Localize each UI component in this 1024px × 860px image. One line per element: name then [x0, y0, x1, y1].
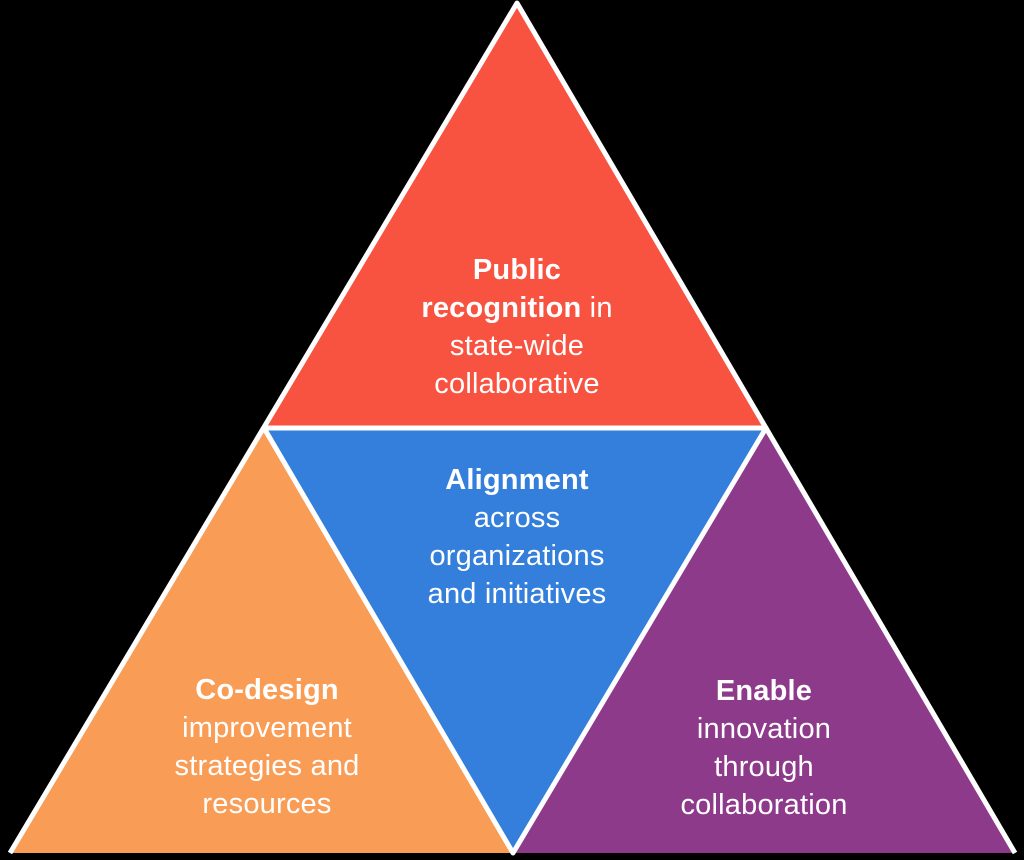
label-line: across [473, 502, 561, 534]
label-line: innovation [696, 713, 832, 745]
label-public-recognition: Public recognition in state-wide collabo… [421, 251, 612, 403]
label-co-design: Co-design improvement strategies and res… [175, 671, 360, 823]
label-enable-innovation: Enable innovation through collaboration [680, 672, 847, 824]
pyramid-outline [7, 0, 1018, 855]
label-alignment: Alignment across organizations and initi… [428, 461, 607, 613]
label-line: collaboration [680, 789, 848, 821]
label-line: through [714, 751, 814, 783]
triangle-left-co-design [10, 428, 513, 853]
triangle-right-enable-innovation [513, 428, 1015, 853]
label-line: improvement [182, 712, 352, 744]
label-line: state-wide [449, 330, 585, 362]
label-line: and initiatives [427, 578, 607, 610]
label-line: resources [202, 788, 332, 820]
label-line: Public [472, 254, 562, 286]
label-line: strategies and [174, 750, 360, 782]
label-line: Enable [715, 675, 813, 707]
label-line: organizations [429, 540, 605, 572]
triangle-center-alignment [261, 425, 769, 856]
label-line: collaborative [434, 368, 600, 400]
triangle-top-public-recognition [264, 3, 766, 428]
label-line: recognition in [421, 292, 613, 324]
label-line: Co-design [195, 674, 339, 706]
label-line: Alignment [445, 464, 589, 496]
